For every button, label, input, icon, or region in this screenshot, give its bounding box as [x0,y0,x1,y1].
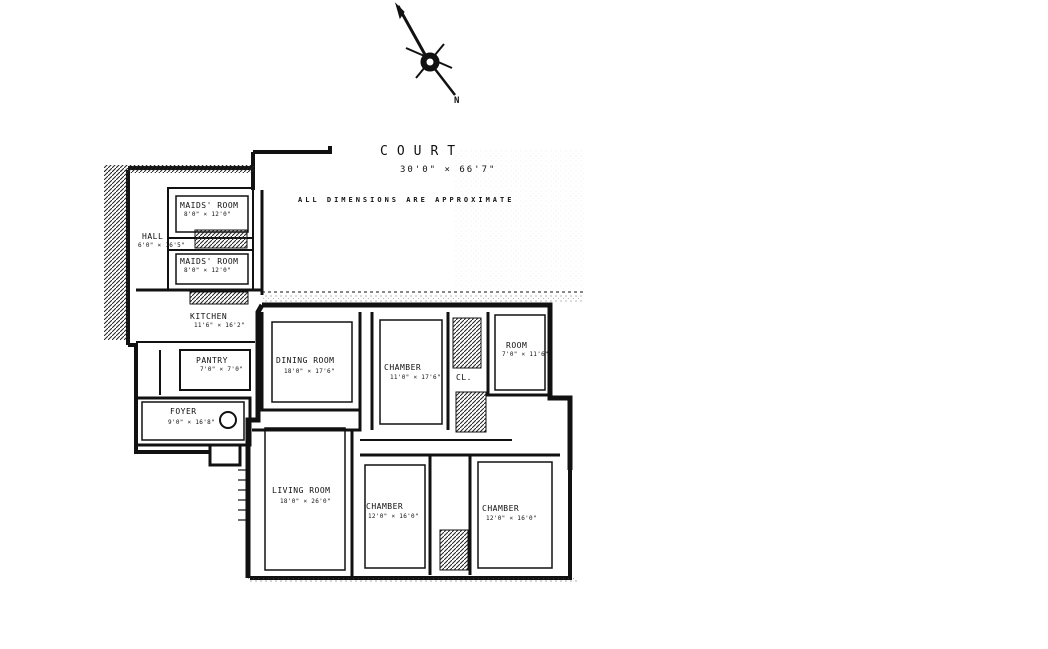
chamber-3-name: CHAMBER [482,504,520,513]
foyer-dim: 9'0" × 16'8" [168,419,215,426]
foyer-column [219,411,237,429]
chamber-1-name: CHAMBER [384,363,422,372]
room-4-name: ROOM [506,341,528,350]
pantry-name: PANTRY [196,356,228,365]
foyer-name: FOYER [170,407,197,416]
court-label: COURT [380,144,465,159]
hall-name: HALL [142,232,164,241]
dining-room-dim: 18'0" × 17'6" [284,368,335,375]
stair-lines [238,469,250,521]
maids-room-2-name: MAIDS' ROOM [180,257,239,266]
chamber-2-dim: 12'0" × 16'0" [368,513,419,520]
living-room-dim: 18'0" × 26'0" [280,498,331,505]
dining-room-name: DINING ROOM [276,356,335,365]
speckle-noise [248,150,585,582]
terrace-area [104,165,254,340]
maids-room-1-name: MAIDS' ROOM [180,201,239,210]
living-room-name: LIVING ROOM [272,486,331,495]
dimensions-note: ALL DIMENSIONS ARE APPROXIMATE [298,196,515,204]
kitchen-name: KITCHEN [190,312,228,321]
pantry-dim: 7'0" × 7'0" [200,366,244,373]
court-dimensions: 30'0" × 66'7" [400,165,497,175]
compass-rose-icon [394,2,456,96]
maids-room-2-dim: 8'0" × 12'0" [184,267,231,274]
north-label: N [454,96,460,106]
chamber-2-name: CHAMBER [366,502,404,511]
closet-label: CL. [456,373,472,382]
chamber-3-dim: 12'0" × 16'0" [486,515,537,522]
hall-dim: 6'0" × 16'5" [138,242,185,249]
room-4-dim: 7'0" × 11'6" [502,351,549,358]
chamber-1-dim: 11'0" × 17'6" [390,374,441,381]
bath-fixtures [189,229,487,571]
room-outlines [141,195,553,571]
maids-room-1-dim: 8'0" × 12'0" [184,211,231,218]
kitchen-dim: 11'6" × 16'2" [194,322,245,329]
